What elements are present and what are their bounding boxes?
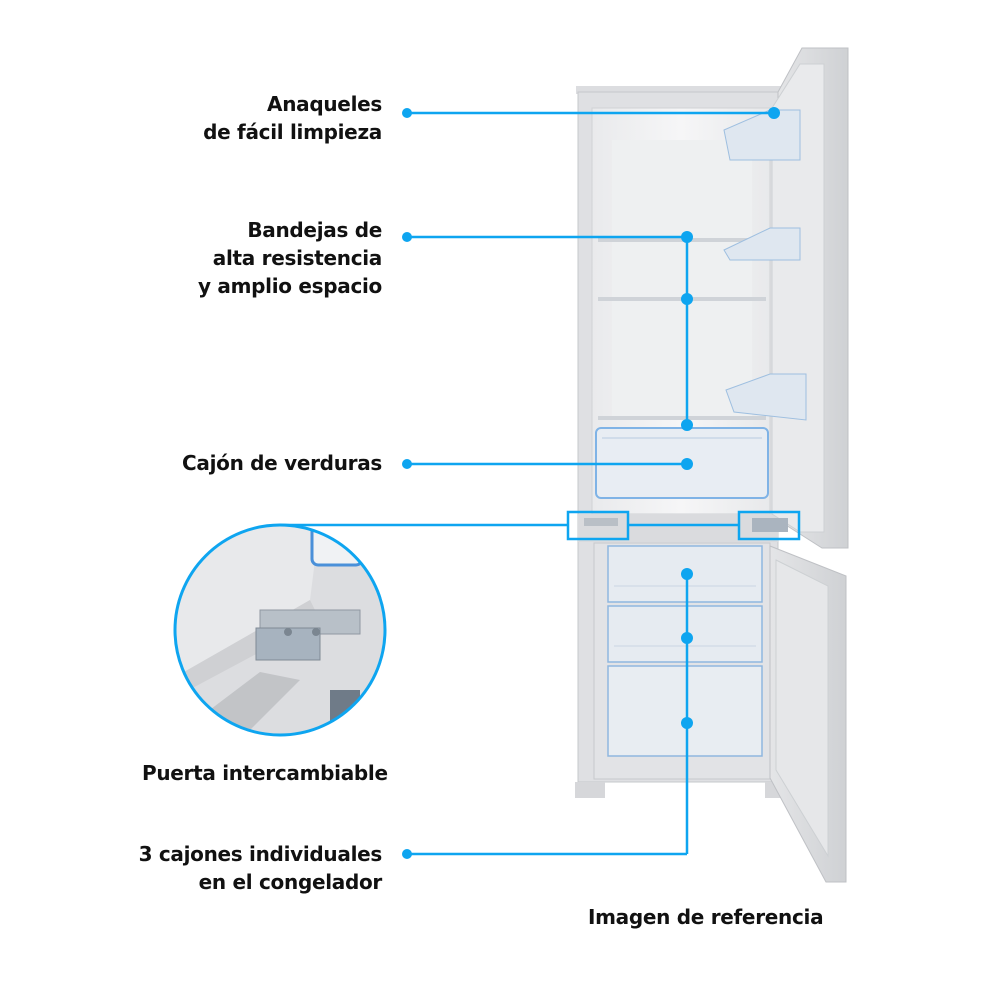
callout-line: Puerta intercambiable (142, 761, 388, 785)
fridge-lower-door (769, 545, 847, 883)
callout-line: de fácil limpieza (203, 120, 382, 144)
callout-reversible-door-label: Puerta intercambiable (142, 759, 388, 787)
callout-line: en el congelador (198, 870, 383, 894)
callout-line: Anaqueles (267, 92, 382, 116)
hinge-zoom-lens (173, 523, 568, 737)
reference-image-caption: Imagen de referencia (588, 903, 824, 931)
callout-crisper-label: Cajón de verduras (182, 449, 382, 477)
callout-line: Cajón de verduras (182, 451, 382, 475)
callout-line: Bandejas de (247, 218, 382, 242)
callout-trays-label: Bandejas de alta resistencia y amplio es… (198, 216, 382, 300)
callout-line: 3 cajones individuales (138, 842, 383, 866)
fridge-cabinet (575, 86, 787, 798)
callout-connectors (402, 107, 780, 859)
caption-text: Imagen de referencia (588, 905, 824, 929)
callout-freezer-drawers-label: 3 cajones individuales en el congelador (138, 840, 383, 896)
callout-line: alta resistencia (212, 246, 383, 270)
fridge-upper-door (723, 47, 849, 549)
callout-shelves-label: Anaqueles de fácil limpieza (203, 90, 382, 146)
callout-line: y amplio espacio (198, 274, 382, 298)
